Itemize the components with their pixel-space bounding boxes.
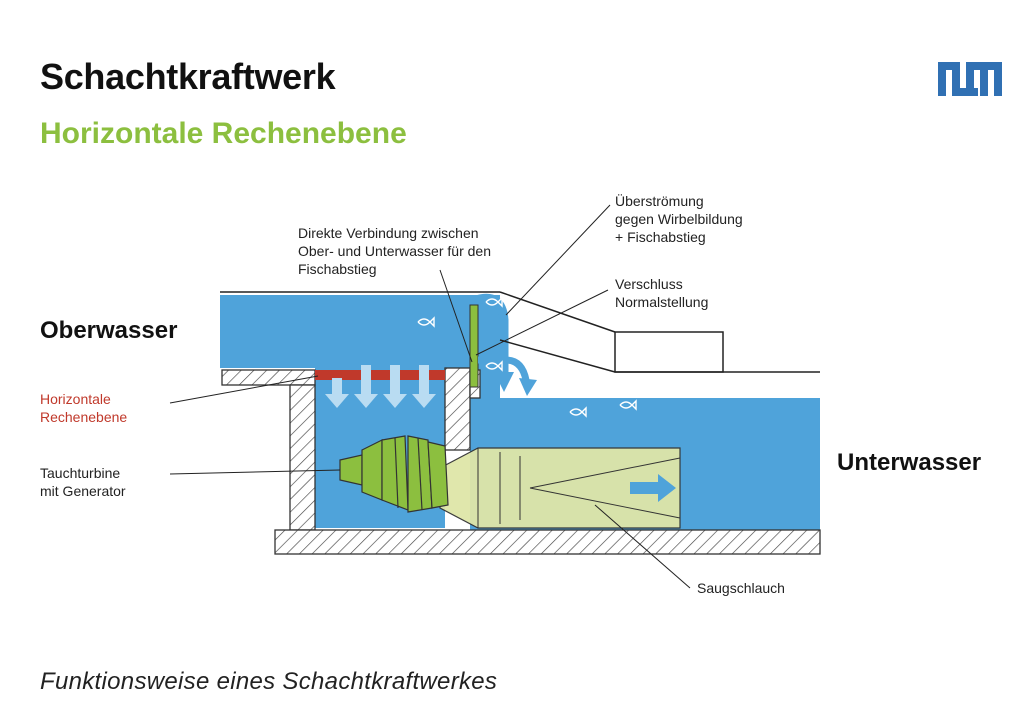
concrete-structure xyxy=(221,367,821,555)
upper-water xyxy=(220,295,470,368)
slide-title: Schachtkraftwerk xyxy=(40,56,336,97)
horizontal-rack xyxy=(315,370,445,380)
label-saugschlauch: Saugschlauch xyxy=(697,580,785,596)
downstream-building xyxy=(499,291,820,373)
flow-arrow-icon xyxy=(383,365,407,408)
caption: Funktionsweise eines Schachtkraftwerkes xyxy=(40,668,498,695)
fish-icon xyxy=(417,296,637,418)
turbine xyxy=(339,435,449,513)
label-oberwasser: Oberwasser xyxy=(40,317,177,344)
slide-subtitle: Horizontale Rechenebene xyxy=(40,117,407,150)
label-direkte-verbindung: Direkte Verbindung zwischen Ober- und Un… xyxy=(298,225,495,277)
label-unterwasser: Unterwasser xyxy=(837,449,981,476)
label-tauchturbine: Tauchturbine mit Generator xyxy=(40,465,126,499)
label-verschluss: Verschluss Normalstellung xyxy=(615,276,708,310)
leader-lines xyxy=(169,204,691,589)
flow-arrow-icon xyxy=(630,474,676,502)
flow-arrows-down xyxy=(325,365,436,408)
tum-logo xyxy=(938,62,1002,96)
draft-tube xyxy=(439,447,681,529)
flow-arrow-icon xyxy=(412,365,436,408)
flow-arrow-icon xyxy=(325,378,349,408)
gate xyxy=(469,304,479,388)
label-rechenebene: Horizontale Rechenebene xyxy=(40,391,127,425)
flow-arrow-icon xyxy=(354,365,378,408)
label-ueberstroemung: Überströmung gegen Wirbelbildung + Fisch… xyxy=(615,192,747,245)
